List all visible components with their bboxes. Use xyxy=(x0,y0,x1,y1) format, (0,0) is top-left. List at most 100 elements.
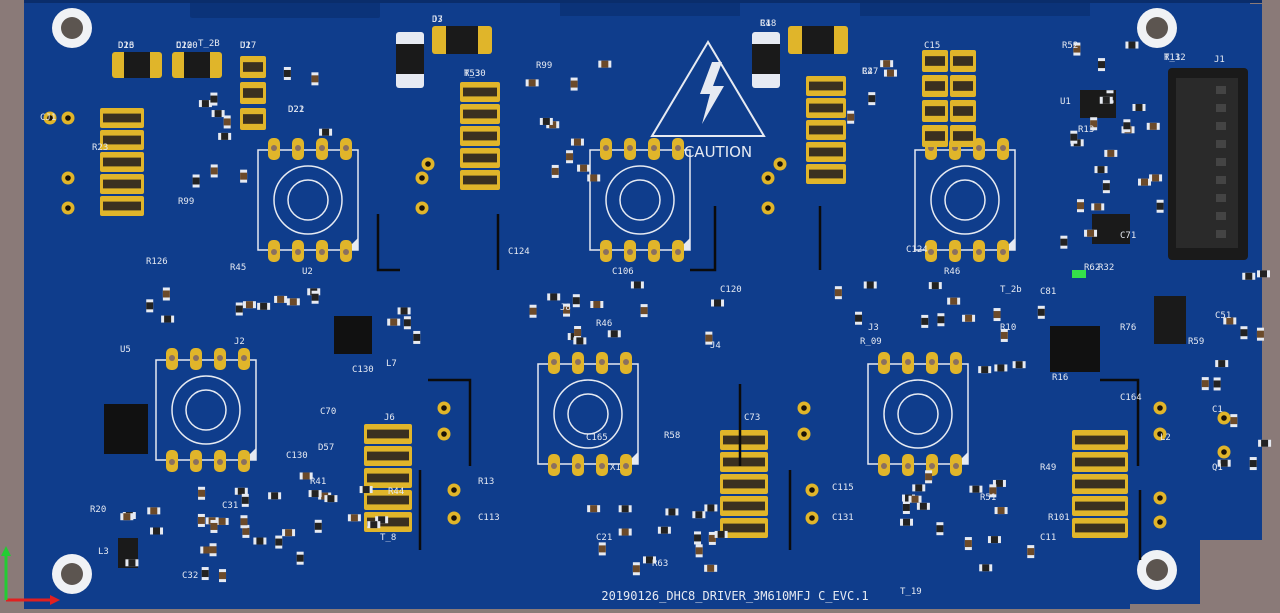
designator-label: C164 xyxy=(1120,393,1142,403)
designator-label: R99 xyxy=(178,197,194,207)
diode-components xyxy=(112,26,848,88)
designator-label: R76 xyxy=(1120,323,1136,333)
designator-label: R126 xyxy=(146,257,168,267)
designator-label: R51 xyxy=(980,493,996,503)
connector-j1 xyxy=(1168,68,1248,260)
designator-label: R62 xyxy=(1084,263,1100,273)
designator-label: R10 xyxy=(1000,323,1016,333)
designator-label: C81 xyxy=(1040,287,1056,297)
designator-label: C11 xyxy=(1040,533,1056,543)
designator-label: R1 xyxy=(760,19,771,29)
designator-label: D22 xyxy=(288,105,304,115)
designator-label: R99 xyxy=(536,61,552,71)
designator-label: U2 xyxy=(240,41,251,51)
designator-label: T_3 xyxy=(1164,53,1180,63)
transformer xyxy=(537,352,639,476)
designator-label: X1 xyxy=(610,463,621,473)
designator-label: T_2b xyxy=(1000,285,1022,295)
board-cutout xyxy=(1200,540,1262,609)
designator-label: C51 xyxy=(1215,311,1231,321)
designator-label: C71 xyxy=(1120,231,1136,241)
passive-components xyxy=(100,50,1128,538)
designator-label: R13 xyxy=(478,477,494,487)
transformer xyxy=(589,138,691,262)
caution-label: CAUTION xyxy=(684,143,752,161)
designator-label: R58 xyxy=(664,431,680,441)
board-silkscreen-label: 20190126_DHC8_DRIVER_3M610MFJ C_EVC.1 xyxy=(601,589,868,603)
designator-label: R2 xyxy=(862,67,873,77)
designator-label: C120 xyxy=(720,285,742,295)
board-notch xyxy=(860,0,1090,16)
designator-label: C47 xyxy=(862,67,878,77)
designator-label: R45 xyxy=(230,263,246,273)
designator-label: T_30 xyxy=(464,69,486,79)
designator-label: L2 xyxy=(1160,433,1171,443)
designator-label: C32 xyxy=(182,571,198,581)
board-notch xyxy=(190,0,380,18)
designator-label: D23 xyxy=(118,41,134,51)
designator-label: U1 xyxy=(1060,97,1071,107)
status-led xyxy=(1072,270,1086,278)
designator-label: D57 xyxy=(318,443,334,453)
board-notch xyxy=(560,0,740,16)
designator-label: R16 xyxy=(1052,373,1068,383)
board-edge xyxy=(24,0,1262,3)
designator-label: C100 xyxy=(176,41,198,51)
designator-label: C1 xyxy=(1212,405,1223,415)
silkscreen-corner-markers xyxy=(376,206,1142,560)
designator-label: C113 xyxy=(478,513,500,523)
designator-label: J6 xyxy=(384,413,395,423)
transformer xyxy=(257,138,359,262)
designator-label: R46 xyxy=(944,267,960,277)
designator-label: T_8 xyxy=(380,533,396,543)
designator-label: D22 xyxy=(176,41,192,51)
designator-label: T_19 xyxy=(900,587,922,597)
designator-label: R_09 xyxy=(860,337,882,347)
designator-label: R59 xyxy=(1188,337,1204,347)
designator-label: R52 xyxy=(1062,41,1078,51)
designator-label: J7 xyxy=(432,15,443,25)
integrated-circuits xyxy=(104,90,1186,568)
designator-label: C165 xyxy=(586,433,608,443)
designator-label: C115 xyxy=(832,483,854,493)
designator-label: D16 xyxy=(118,41,134,51)
transformer xyxy=(155,348,257,472)
designator-label: R44 xyxy=(388,487,404,497)
designator-label: R20 xyxy=(90,505,106,515)
designator-label: R41 xyxy=(310,477,326,487)
designator-label: T_2B xyxy=(198,39,220,49)
caution-warning-icon: CAUTION xyxy=(650,40,766,161)
designator-label: C48 xyxy=(760,19,776,29)
designator-label: C130 xyxy=(286,451,308,461)
transformer xyxy=(867,352,969,476)
designator-label: R13 xyxy=(1078,125,1094,135)
designator-label: L3 xyxy=(98,547,109,557)
axis-gizmo-icon[interactable] xyxy=(1,546,60,605)
designator-label: C124 xyxy=(508,247,530,257)
designator-label: R53 xyxy=(464,69,480,79)
designator-label: C130 xyxy=(352,365,374,375)
designator-label: C106 xyxy=(612,267,634,277)
designator-label: C31 xyxy=(222,501,238,511)
transformer-footprints xyxy=(155,138,1016,476)
designator-label: CJ1 xyxy=(40,113,56,123)
designator-label: R23 xyxy=(92,143,108,153)
designator-label: L7 xyxy=(386,359,397,369)
designator-label: R63 xyxy=(652,559,668,569)
designator-label: Q1 xyxy=(1212,463,1223,473)
designator-label: U2 xyxy=(302,267,313,277)
designator-label: D17 xyxy=(240,41,256,51)
mounting-holes xyxy=(52,8,1177,594)
smd-passives xyxy=(120,41,1272,583)
designator-label: D21 xyxy=(288,105,304,115)
designator-label: R101 xyxy=(1048,513,1070,523)
designator-label: C73 xyxy=(744,413,760,423)
designator-label: U5 xyxy=(120,345,131,355)
designator-label: J8 xyxy=(560,303,571,313)
designator-label: D3 xyxy=(432,15,443,25)
designator-label: C131 xyxy=(832,513,854,523)
test-points xyxy=(43,111,1231,529)
designator-label: C15 xyxy=(924,41,940,51)
